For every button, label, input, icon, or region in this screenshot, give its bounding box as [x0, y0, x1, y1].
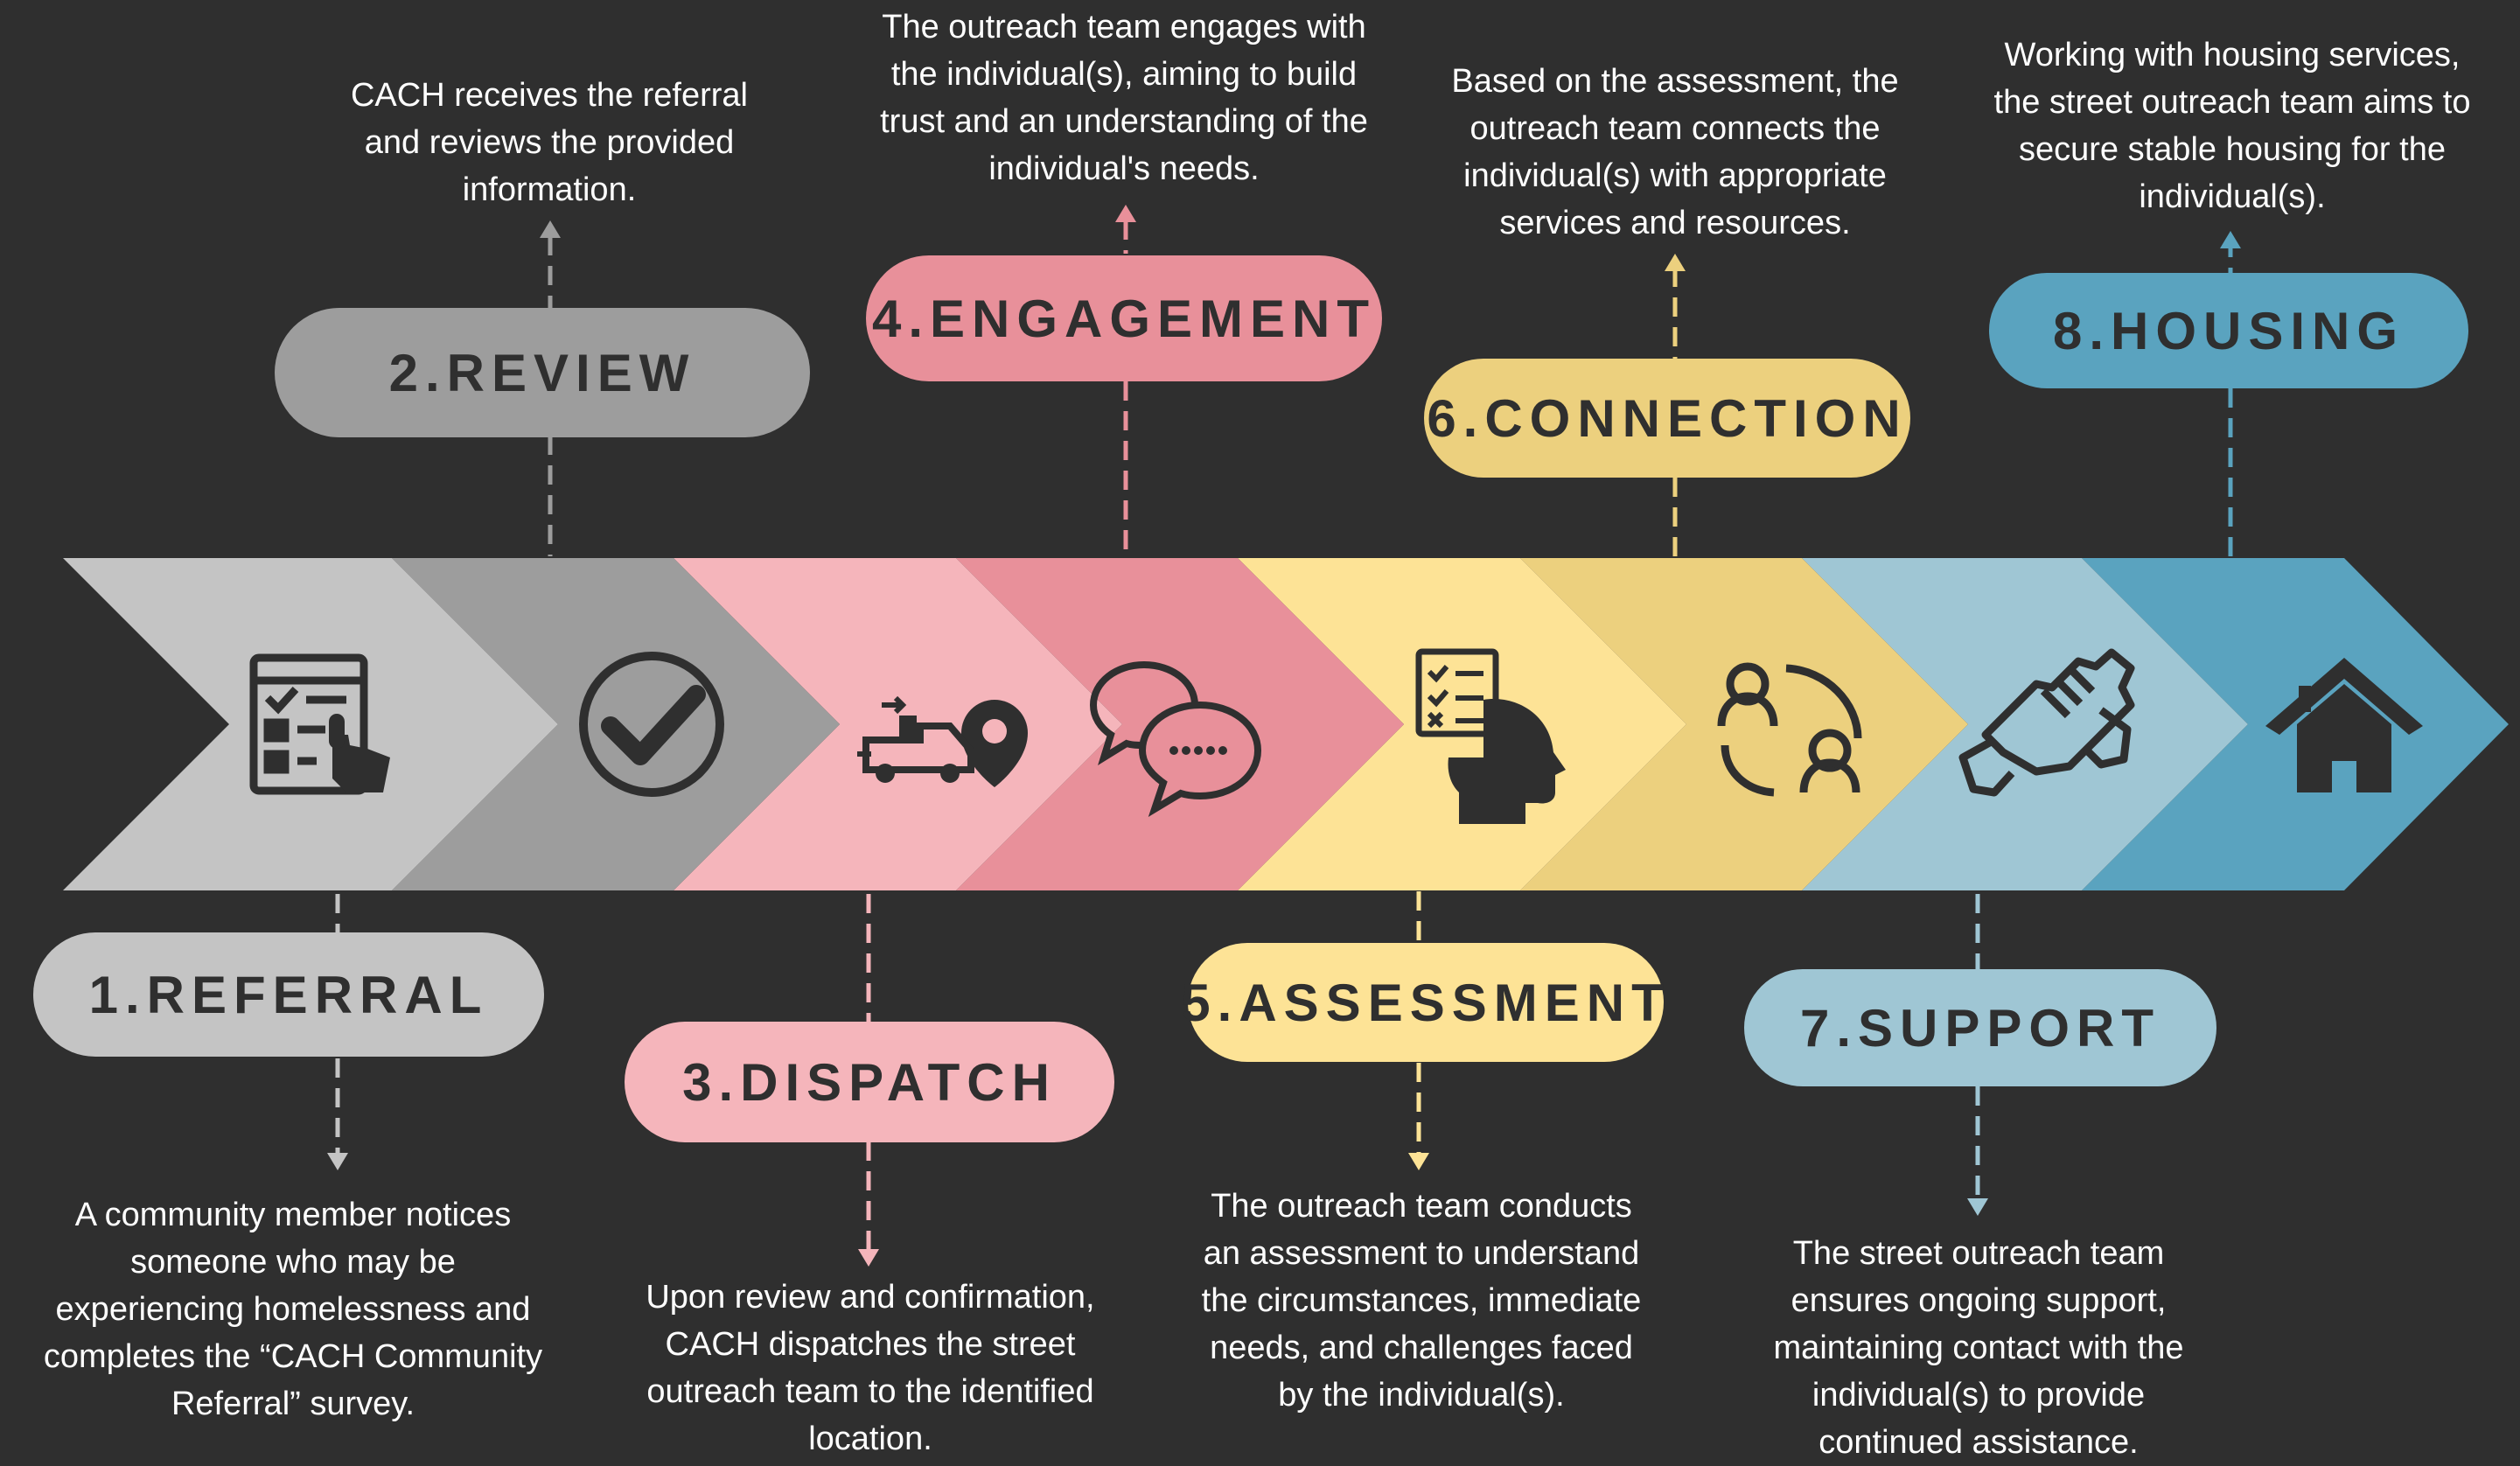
checklist-form-icon: [249, 653, 390, 795]
step-6-connection-description: Based on the assessment, the outreach te…: [1451, 63, 1899, 241]
step-3-dispatch-description: Upon review and confirmation, CACH dispa…: [646, 1279, 1095, 1457]
step-8-housing-description: Working with housing services, the stree…: [1993, 37, 2471, 215]
step-2-review-label: 2.REVIEW: [275, 308, 810, 437]
arrowhead-2: [540, 220, 561, 238]
chevron-1-referral: [63, 558, 558, 890]
step-7-support-label: 7.SUPPORT: [1744, 969, 2216, 1086]
chevron-3-dispatch: [674, 558, 1122, 890]
step-1-referral-label: 1.REFERRAL: [33, 932, 544, 1057]
step-5-assessment-label: 5.ASSESSMENT: [1181, 943, 1664, 1062]
step-2-review-description: CACH receives the referral and reviews t…: [350, 77, 749, 208]
chevron-7-support: [1802, 558, 2248, 890]
arrowhead-8: [2220, 231, 2241, 248]
step-4-engagement-label: 4.ENGAGEMENT: [866, 255, 1382, 381]
arrowhead-7: [1967, 1198, 1988, 1216]
truck-location-pin-icon: [857, 695, 1028, 787]
step-1-referral-description: A community member notices someone who m…: [43, 1197, 543, 1422]
speech-bubbles-icon: [1089, 660, 1262, 817]
arrowhead-5: [1408, 1153, 1429, 1170]
handshake-icon: [1958, 648, 2135, 797]
step-8-housing-label: 8.HOUSING: [1989, 273, 2468, 388]
step-7-support-description: The street outreach team ensures ongoing…: [1773, 1235, 2184, 1461]
arrowhead-6: [1665, 254, 1686, 271]
step-6-connection-label: 6.CONNECTION: [1424, 359, 1910, 478]
checkmark-circle-icon: [579, 652, 724, 797]
people-connection-icon: [1717, 662, 1862, 797]
chevron-5-assessment: [1238, 558, 1686, 890]
chevron-6-connection: [1520, 558, 1968, 890]
house-icon: [2265, 658, 2423, 792]
chevron-8-housing: [2082, 558, 2509, 890]
step-3-dispatch-label: 3.DISPATCH: [625, 1022, 1114, 1142]
arrowhead-4: [1115, 205, 1136, 222]
step-5-assessment-description: The outreach team conducts an assessment…: [1201, 1188, 1642, 1414]
step-4-engagement-description: The outreach team engages with the indiv…: [880, 9, 1368, 187]
head-checklist-icon: [1415, 648, 1566, 824]
arrowhead-3: [858, 1249, 879, 1267]
arrowhead-1: [327, 1153, 348, 1170]
